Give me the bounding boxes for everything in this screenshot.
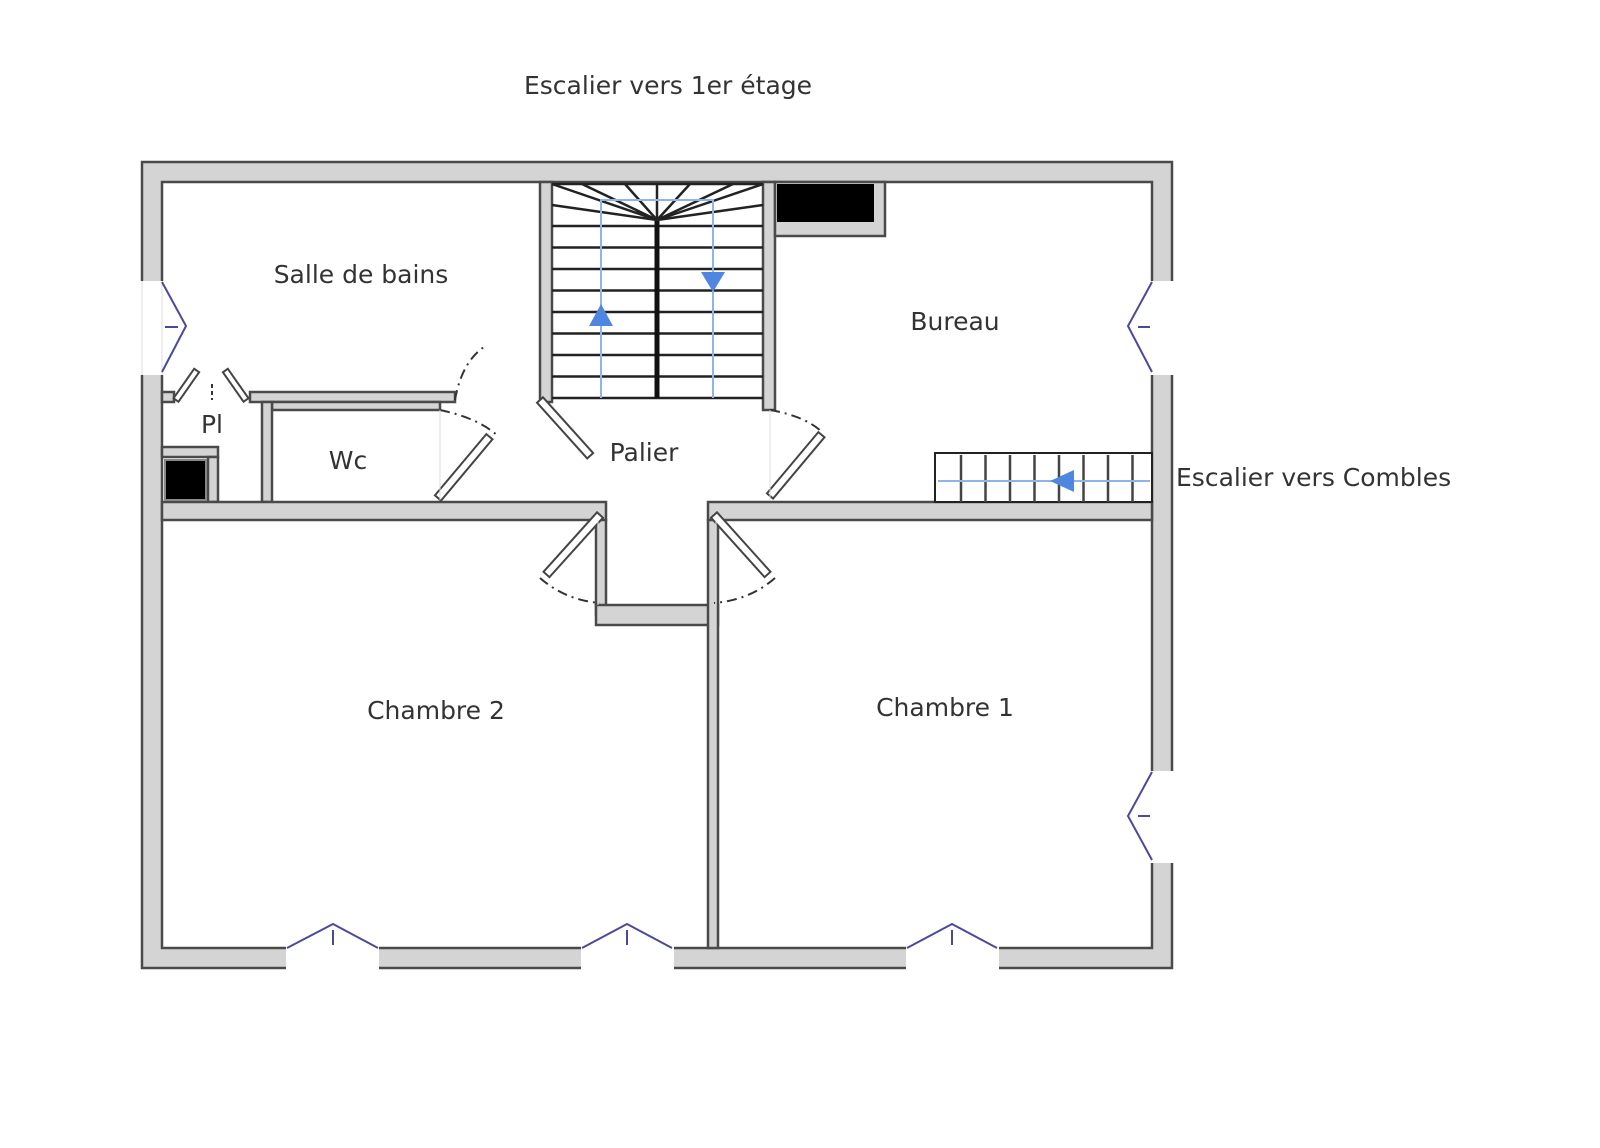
doors [172,344,826,605]
stair-down-arrow-icon [701,272,725,292]
label-bedroom-2: Chambre 2 [367,696,505,725]
windows [139,281,1175,971]
label-landing: Palier [610,438,680,467]
label-bedroom-1: Chambre 1 [876,693,1014,722]
label-toilet: Wc [329,446,367,475]
attic-arrow-icon [1050,470,1074,492]
label-stairs-attic: Escalier vers Combles [1176,463,1451,492]
stair-up-arrow-icon [589,304,613,326]
label-stairs-first-floor: Escalier vers 1er étage [524,71,812,100]
duct-box [164,459,207,501]
label-bathroom: Salle de bains [274,260,449,289]
label-office: Bureau [910,307,999,336]
label-closet: Pl [201,410,223,439]
chimney-duct [777,184,874,222]
main-staircase [551,182,764,400]
attic-staircase [934,452,1153,503]
interior-walls [160,180,1154,950]
